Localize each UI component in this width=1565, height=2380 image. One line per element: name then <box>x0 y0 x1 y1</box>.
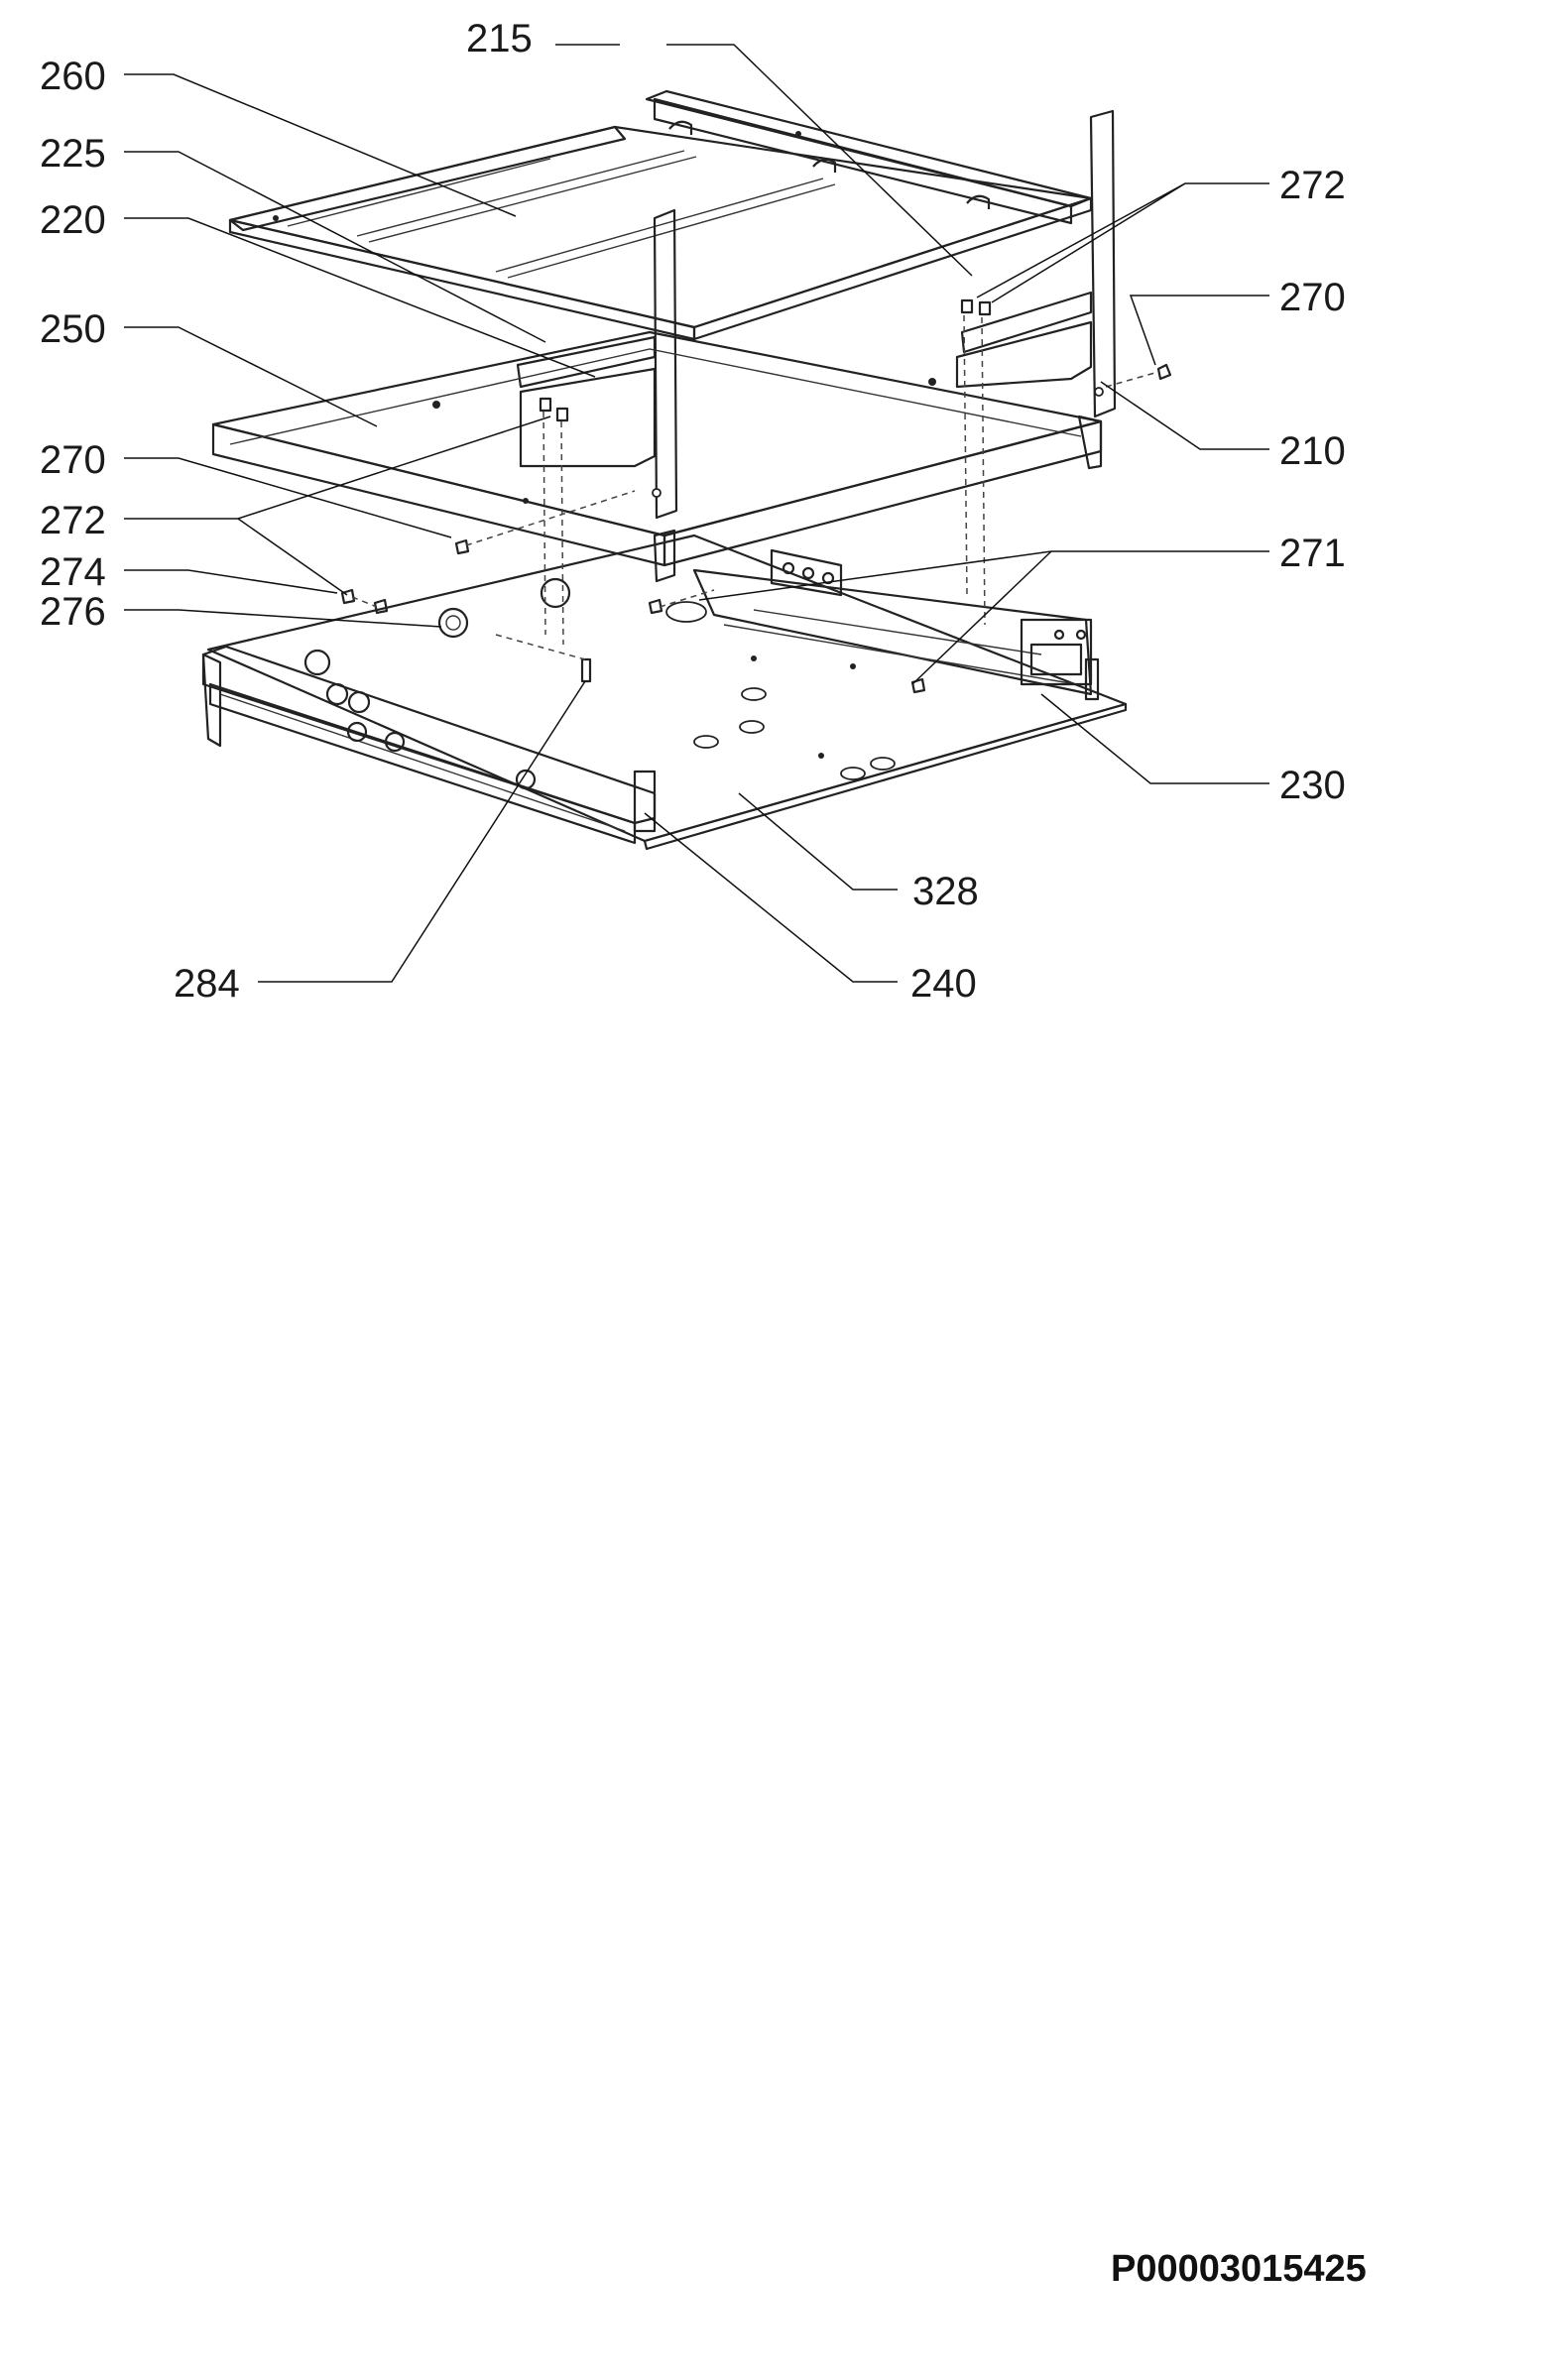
label-215: 215 <box>466 17 533 60</box>
label-225: 225 <box>40 132 106 176</box>
label-260: 260 <box>40 55 106 98</box>
fasteners <box>340 363 1172 694</box>
label-210: 210 <box>1279 429 1346 473</box>
clip-272-parts <box>539 298 992 422</box>
top-shelf-frame <box>228 89 1093 341</box>
assembly-guide-lines <box>351 314 1159 660</box>
lower-drawer-frame <box>201 534 1128 851</box>
label-240: 240 <box>910 962 977 1006</box>
label-272-left: 272 <box>40 499 106 542</box>
label-271: 271 <box>1279 532 1346 575</box>
label-272-right: 272 <box>1279 164 1346 207</box>
label-220: 220 <box>40 198 106 242</box>
leader-lines <box>124 44 1269 983</box>
side-support-left <box>516 208 678 520</box>
label-274: 274 <box>40 550 106 594</box>
label-276: 276 <box>40 590 106 634</box>
label-250: 250 <box>40 307 106 351</box>
document-code: P00003015425 <box>1111 2248 1367 2290</box>
label-328: 328 <box>912 870 979 913</box>
side-support-right <box>955 109 1117 418</box>
label-284: 284 <box>174 962 240 1006</box>
part-labels: 260 225 220 250 270 272 274 276 215 272 … <box>40 17 1346 1006</box>
middle-tray <box>211 330 1103 583</box>
label-270-left: 270 <box>40 438 106 482</box>
label-230: 230 <box>1279 764 1346 807</box>
label-270-right: 270 <box>1279 276 1346 319</box>
